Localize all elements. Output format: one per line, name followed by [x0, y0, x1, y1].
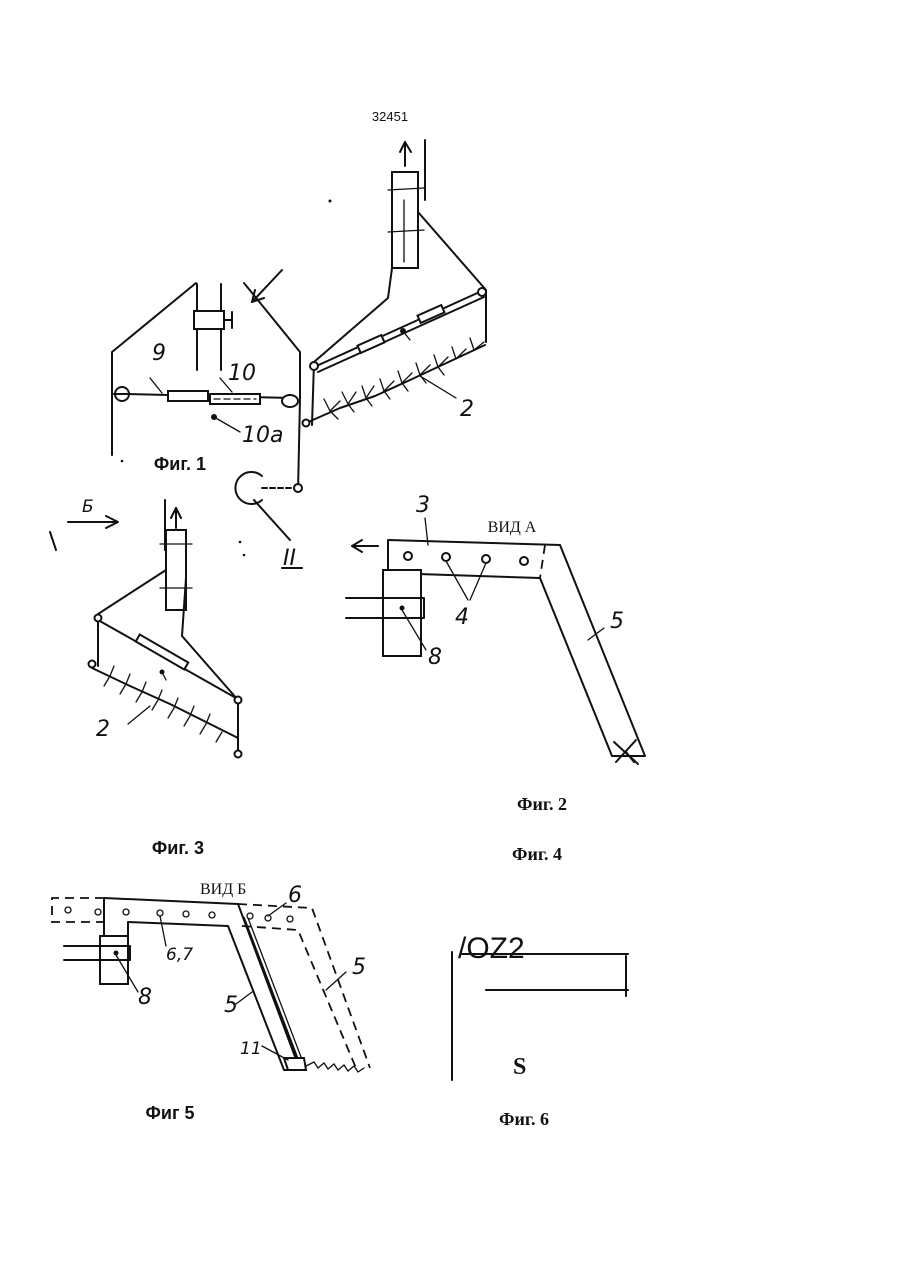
fig1-label-2: 2 [460, 397, 474, 422]
fig5-label-11: 11 [240, 1039, 262, 1059]
fig2-label-5: 5 [610, 609, 624, 634]
fig3-caption: Фиг. 3 [152, 838, 204, 858]
fig5-label-8: 8 [138, 985, 152, 1010]
fig5-label-5b: 5 [352, 955, 366, 980]
fig2-label-3: 3 [416, 493, 430, 518]
fig1-label-10: 10 [228, 361, 256, 386]
fig3-label-B: Б [82, 497, 94, 517]
fig2-label-8: 8 [428, 645, 442, 670]
fig6-drawing: /OZ2 S Фиг. 6 [452, 932, 628, 1129]
fig1-label-10a: 10а [242, 423, 283, 448]
fig5-label-6: 6 [288, 883, 302, 908]
fig5-drawing: ВИД Б 6 6,7 8 5 5 11 Фиг 5 [52, 881, 370, 1123]
fig6-letter: S [513, 1054, 526, 1080]
fig2-caption: Фиг. 2 [517, 794, 567, 814]
fig1-right-frame: 2 [303, 140, 487, 427]
fig1-label-9: 9 [152, 341, 166, 366]
fig1-left-frame: 9 10 10а II Фиг. 1 [112, 270, 302, 571]
fig2-view-title: ВИД А [488, 519, 537, 536]
stray-dot [329, 200, 332, 203]
fig2-label-4: 4 [455, 605, 469, 630]
page-number: 32451 [372, 109, 408, 124]
fig3-drawing: Б 2 Фиг. 3 [50, 497, 245, 858]
fig6-text-top: /OZ2 [458, 932, 525, 965]
fig6-caption: Фиг. 6 [499, 1109, 549, 1129]
fig5-view-title: ВИД Б [200, 881, 246, 898]
fig5-caption: Фиг 5 [146, 1103, 195, 1123]
fig5-label-5a: 5 [224, 993, 238, 1018]
fig2-drawing: 3 4 5 8 ВИД А Фиг. 2 Фиг. 4 [346, 493, 645, 864]
fig3-label-2: 2 [96, 717, 110, 742]
fig5-label-67: 6,7 [166, 945, 193, 965]
fig4-caption: Фиг. 4 [512, 844, 562, 864]
fig1-caption: Фиг. 1 [154, 454, 206, 474]
